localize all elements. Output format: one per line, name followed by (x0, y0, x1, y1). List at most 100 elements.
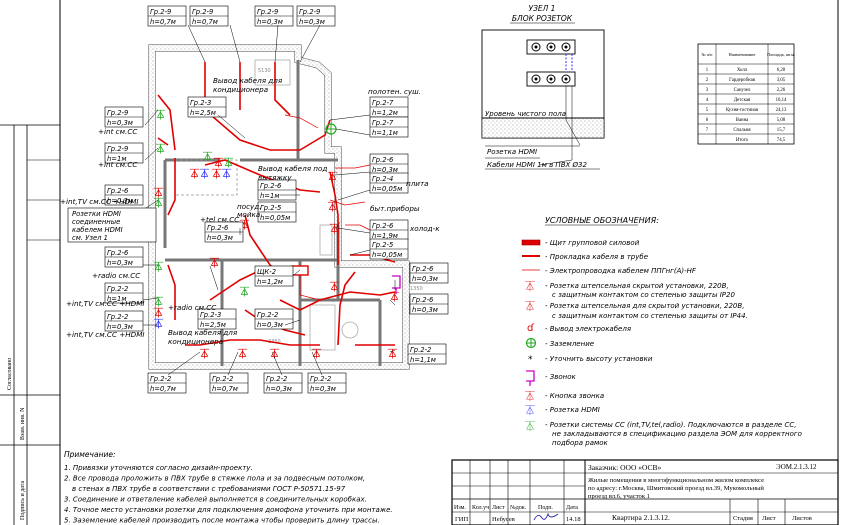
group-tag: Гр.2-6h=0,3м (204, 221, 244, 243)
cc-socket-icon: ⏄ (153, 261, 164, 273)
tag-group: Гр.2-6 (372, 222, 394, 230)
legend-item: - Электропроводка кабелем ППГнг(А)-HF (545, 267, 697, 275)
tag-group: Гр.2-3 (190, 99, 211, 107)
tb-col-5: Подп. (538, 505, 553, 511)
note-int-1: +int см.СС (98, 127, 137, 136)
hdmi-note-3: кабелем HDMI (72, 226, 123, 234)
legend-hdmi-icon: ⏄ (525, 404, 535, 417)
legend-cc-icon: ⏄ (525, 420, 535, 433)
tag-group: Гр.2-7 (372, 99, 394, 107)
node-1-detail: УЗЕЛ 1 БЛОК РОЗЕТОК Уровень чистого пола… (481, 4, 605, 170)
tag-group: Гр.2-2 (107, 313, 128, 321)
room-cell: 2,26 (777, 88, 786, 93)
tag-height: h=0,3м (266, 385, 292, 393)
group-tag: Гр.2-9h=0,7м (147, 5, 187, 27)
tag-height: h=0,3м (372, 166, 398, 174)
tb-desc-3: проезд вл.6, участок 1 (588, 493, 650, 500)
group-tag: Гр.2-2h=0,3м (307, 372, 347, 394)
tag-group: Гр.2-9 (257, 8, 278, 16)
tag-group: Гр.2-2 (310, 375, 331, 383)
group-tag: Гр.2-6h=0,3м (104, 184, 144, 206)
tag-height: h=2,5м (190, 109, 216, 117)
signature (533, 512, 559, 521)
note-line: в стенах в ПВХ трубе в соответствии с тр… (72, 485, 346, 493)
group-tag: Гр.2-2h=0,7м (209, 372, 249, 394)
room-cell: 3,05 (777, 78, 786, 83)
tag-group: ЩК-2 (257, 268, 276, 276)
cc-socket-icon: ⏄ (153, 197, 164, 209)
tb-stage: Стадия (733, 515, 753, 522)
tag-height: h=1м (260, 192, 279, 200)
tb-col-4: №док. (510, 505, 527, 511)
group-tag: Гр.2-7 h=1,1м (369, 116, 409, 138)
room-cell: Ванна (736, 118, 749, 123)
room-header-cell: Наименование (729, 52, 756, 57)
node-subtitle: БЛОК РОЗЕТОК (512, 14, 573, 23)
legend-socket-icon: ⏄ (525, 280, 535, 293)
node-title: УЗЕЛ 1 (529, 4, 556, 13)
group-tag: Гр.2-2h=1м (104, 282, 144, 304)
tb-date: 14.18 (566, 516, 581, 523)
tag-group: Гр.2-2 (150, 375, 171, 383)
room-cell: Итого (736, 138, 749, 143)
group-tag: Гр.2-3 h=2,5м (187, 96, 227, 118)
tag-group: Гр.2-9 (107, 109, 128, 117)
tag-height: h=0,05м (260, 214, 290, 222)
tag-group: Гр.2-6 (412, 265, 434, 273)
group-tag: Гр.2-9h=0,3м (296, 5, 336, 27)
tag-group: Гр.2-2 (257, 311, 278, 319)
side-sign: Подпись и дата (20, 480, 26, 520)
tag-height: h=0,3м (257, 321, 283, 329)
cc-socket-icon: ⏄ (202, 151, 213, 163)
room-cell: 6,28 (777, 68, 786, 73)
note-dish: посуд. (237, 202, 262, 211)
tb-customer: Заказчик: ООО «ОСВ» (588, 463, 662, 472)
tag-group: Гр.2-9 (150, 8, 171, 16)
note-int-2: +int см.СС (98, 160, 137, 169)
tag-height: h=1,1м (372, 129, 398, 137)
tb-name: Небусев (492, 516, 515, 523)
room-header-cell: Площадь, кв.м. (767, 52, 795, 58)
note-sink: мойка (237, 210, 260, 219)
side-agreed: Согласовано (7, 358, 13, 390)
legend-item: - Щит групповой силовой (545, 239, 640, 247)
room-cell: Детская (734, 98, 751, 103)
note-hood: Вывод кабеля под (258, 164, 327, 173)
note-tv-1: +int,TV см.СС +HDMI (60, 197, 139, 206)
tag-height: h=0,3м (412, 306, 438, 314)
group-tag: Гр.2-9h=1м (104, 142, 144, 164)
room-cell: 15,7 (777, 128, 786, 133)
dim-3: 1350 (410, 286, 423, 292)
room-cell: Гардеробная (729, 78, 756, 83)
legend: УСЛОВНЫЕ ОБОЗНАЧЕНИЯ: ⏄ ⏄ ɗ * ⏄ ⏄ ⏄ - Щи… (521, 216, 802, 447)
tb-desc-1: Жилые помещения в многофункциональном жи… (588, 477, 764, 484)
room-cell: 2 (706, 78, 709, 83)
socket-icon: ⏄ (189, 168, 200, 180)
note-line: 5. Заземление кабелей производить после … (64, 517, 380, 525)
tag-height: h=0,7м (192, 18, 218, 26)
legend-bell-button-icon: ⏄ (525, 390, 535, 403)
tag-group: Гр.2-9 (192, 8, 213, 16)
tag-group: Гр.2-5 (372, 241, 393, 249)
group-tag: Гр.2-2h=0,3м (263, 372, 303, 394)
room-cell: 1 (706, 68, 709, 73)
note-appliances: быт.приборы (370, 204, 420, 213)
note-line: 4. Точное место установки розетки для по… (64, 506, 393, 514)
group-tag: Гр.2-6h=1,9м (369, 219, 409, 241)
hdmi-socket-icon: ⏄ (153, 318, 164, 330)
tag-group: Гр.2-7 (372, 119, 394, 127)
socket-icon: ⏄ (327, 171, 338, 183)
room-cell: 6 (706, 118, 709, 123)
tb-list: Лист (762, 515, 776, 522)
note-cond-1b: кондиционера (213, 85, 268, 94)
dim-1: 5130 (258, 68, 271, 74)
tag-height: h=0,3м (299, 18, 325, 26)
tag-group: Гр.2-2 (410, 346, 431, 354)
socket-block-bottom (526, 71, 576, 87)
note-stove: плита (406, 179, 429, 188)
socket-icon: ⏄ (311, 348, 322, 360)
cc-socket-icon: ⏄ (223, 157, 234, 169)
socket-icon: ⏄ (153, 187, 164, 199)
